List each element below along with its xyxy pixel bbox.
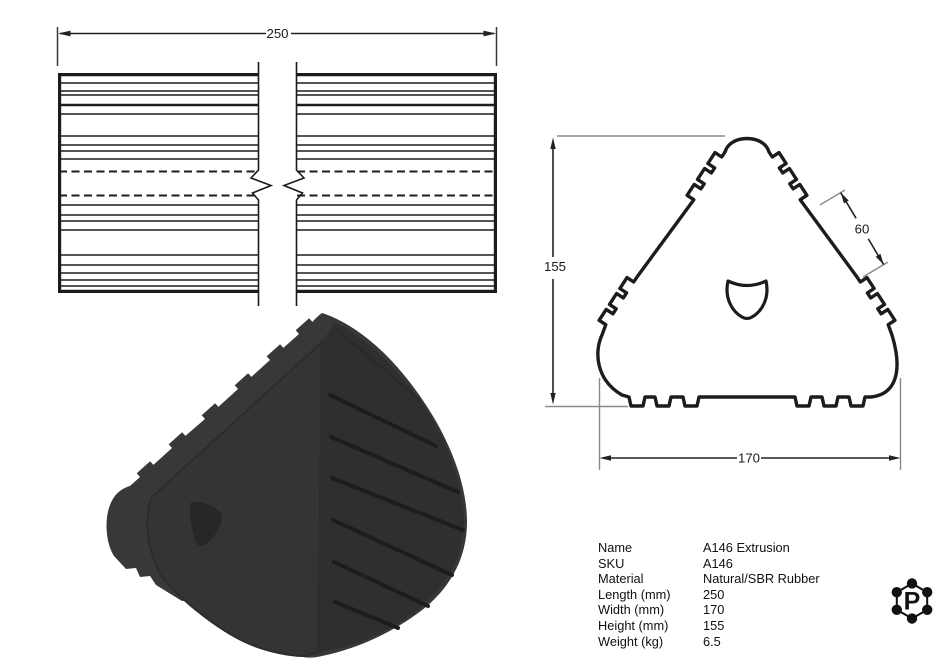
spec-label: Width (mm) bbox=[598, 602, 665, 618]
side-view-rib-lines bbox=[59, 82, 496, 287]
spec-row-height: Height (mm) 155 bbox=[598, 618, 898, 634]
height-arrow-top bbox=[550, 137, 556, 149]
brand-logo: P bbox=[891, 578, 933, 624]
product-render-3d bbox=[106, 313, 467, 658]
spec-value: 250 bbox=[703, 586, 725, 602]
side-view-break-line-left bbox=[249, 62, 274, 306]
segment-dimension: 60 bbox=[840, 192, 885, 266]
spec-label: SKU bbox=[598, 555, 625, 571]
segment-arrow-top bbox=[840, 192, 849, 204]
length-dimension-label: 250 bbox=[266, 26, 288, 41]
spec-row-weight: Weight (kg) 6.5 bbox=[598, 634, 898, 650]
molecule-dot bbox=[922, 604, 933, 615]
molecule-dot bbox=[891, 587, 902, 598]
molecule-dot bbox=[906, 613, 918, 624]
render-top-ridge-line bbox=[335, 328, 422, 402]
molecule-icon: P bbox=[891, 578, 933, 624]
spec-value: 170 bbox=[703, 602, 725, 618]
segment-dimension-label: 60 bbox=[855, 222, 870, 237]
spec-label: Material bbox=[598, 571, 644, 587]
spec-value: 155 bbox=[703, 617, 725, 633]
render-center-hole bbox=[190, 501, 222, 547]
molecule-core bbox=[899, 588, 925, 614]
spec-value: A146 Extrusion bbox=[703, 540, 790, 555]
spec-label: Length (mm) bbox=[598, 586, 671, 602]
width-dimension-label: 170 bbox=[738, 451, 760, 466]
spec-value: Natural/SBR Rubber bbox=[703, 571, 820, 587]
spec-row-length: Length (mm) 250 bbox=[598, 587, 898, 603]
side-view-drawing: 250 bbox=[56, 26, 498, 306]
length-extension-lines bbox=[56, 27, 498, 66]
length-arrow-left bbox=[58, 30, 71, 37]
spec-row-material: Material Natural/SBR Rubber bbox=[598, 571, 898, 587]
logo-letter: P bbox=[904, 588, 921, 616]
cross-section-center-hole bbox=[725, 279, 769, 321]
render-grooves bbox=[328, 393, 465, 630]
spec-value: 6.5 bbox=[703, 633, 721, 649]
spec-label: Height (mm) bbox=[598, 617, 669, 633]
width-arrow-left bbox=[599, 455, 611, 461]
cross-section-drawing: 155 60 170 bbox=[544, 135, 902, 470]
side-view-right-block-border bbox=[296, 73, 497, 293]
cross-section-profile bbox=[596, 136, 899, 408]
spec-table: Name A146 Extrusion SKU A146 Material Na… bbox=[598, 540, 898, 649]
molecule-dot bbox=[906, 578, 918, 589]
height-arrow-bottom bbox=[550, 393, 556, 405]
spec-row-sku: SKU A146 bbox=[598, 556, 898, 572]
molecule-dot bbox=[891, 604, 902, 615]
spec-label: Name bbox=[598, 540, 633, 555]
spec-row-width: Width (mm) 170 bbox=[598, 602, 898, 618]
side-view-break-line-right bbox=[281, 62, 306, 306]
segment-arrow-bottom bbox=[875, 253, 884, 265]
spec-row-name: Name A146 Extrusion bbox=[598, 540, 898, 556]
spec-value: A146 bbox=[703, 555, 733, 571]
molecule-dot bbox=[922, 587, 933, 598]
length-arrow-right bbox=[483, 30, 496, 37]
width-dimension: 170 bbox=[599, 451, 901, 466]
cross-section-extension-lines bbox=[545, 135, 902, 470]
side-view-left-block-border bbox=[58, 73, 259, 293]
side-view-hidden-lines bbox=[59, 170, 496, 197]
spec-label: Weight (kg) bbox=[598, 633, 664, 649]
width-arrow-right bbox=[889, 455, 901, 461]
height-dimension-label: 155 bbox=[544, 259, 566, 274]
length-dimension: 250 bbox=[56, 26, 498, 66]
height-dimension: 155 bbox=[544, 137, 566, 405]
render-end-face bbox=[146, 339, 324, 658]
